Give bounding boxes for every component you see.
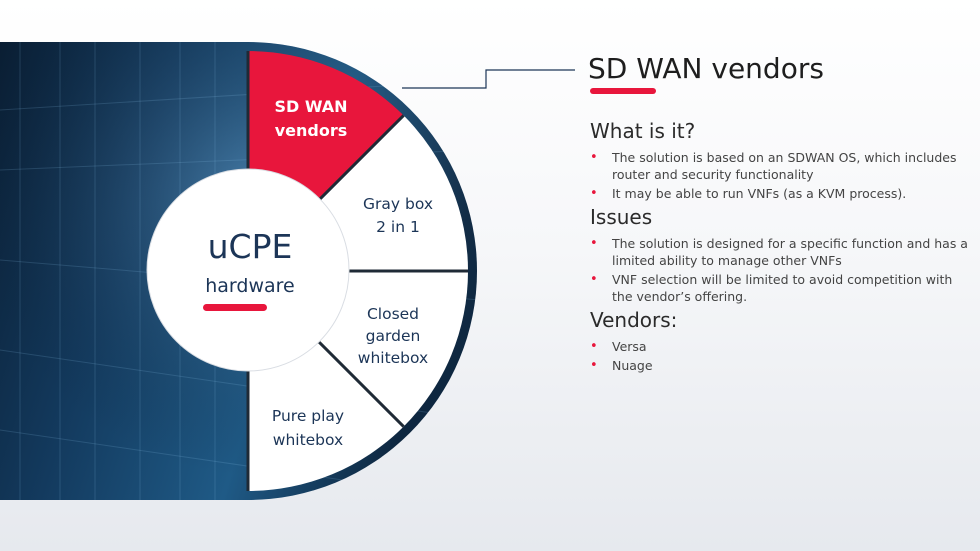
svg-text:Gray box: Gray box [363,195,433,213]
bullet-list: Versa Nuage [590,338,970,374]
center-subtitle: hardware [205,275,295,297]
center-hub[interactable] [146,168,350,372]
bullet-list: The solution is designed for a specific … [590,235,970,305]
center-accent-bar [203,304,267,311]
svg-text:garden: garden [366,327,421,345]
list-item: The solution is designed for a specific … [590,235,970,269]
section-title: Vendors: [590,308,678,332]
svg-text:vendors: vendors [275,121,348,140]
list-item: VNF selection will be limited to avoid c… [590,271,970,305]
section-title: Issues [590,205,653,229]
page-title: SD WAN vendors [588,52,824,85]
info-panel: What is it? The solution is based on an … [590,120,970,378]
list-item: Versa [590,338,970,355]
svg-text:2 in 1: 2 in 1 [376,218,420,236]
svg-text:whitebox: whitebox [358,349,428,367]
title-accent-bar [590,88,656,94]
list-item: The solution is based on an SDWAN OS, wh… [590,149,970,183]
section-vendors: Vendors: Versa Nuage [590,308,970,375]
svg-text:Closed: Closed [367,305,419,323]
svg-text:SD WAN: SD WAN [274,97,347,116]
section-title: What is it? [590,119,696,143]
connector-line [402,69,575,89]
section-what-is-it: What is it? The solution is based on an … [590,119,970,203]
bullet-list: The solution is based on an SDWAN OS, wh… [590,149,970,202]
segment-label-gray-box: Gray box 2 in 1 [363,195,433,236]
section-issues: Issues The solution is designed for a sp… [590,206,970,305]
svg-text:Pure play: Pure play [272,407,344,425]
segment-label-closed-garden: Closed garden whitebox [358,305,428,367]
svg-text:whitebox: whitebox [273,431,343,449]
segment-label-pure-play: Pure play whitebox [272,407,344,449]
center-title: uCPE [208,227,293,266]
segment-label-sd-wan: SD WAN vendors [274,97,347,140]
list-item: It may be able to run VNFs (as a KVM pro… [590,185,970,202]
list-item: Nuage [590,357,970,374]
